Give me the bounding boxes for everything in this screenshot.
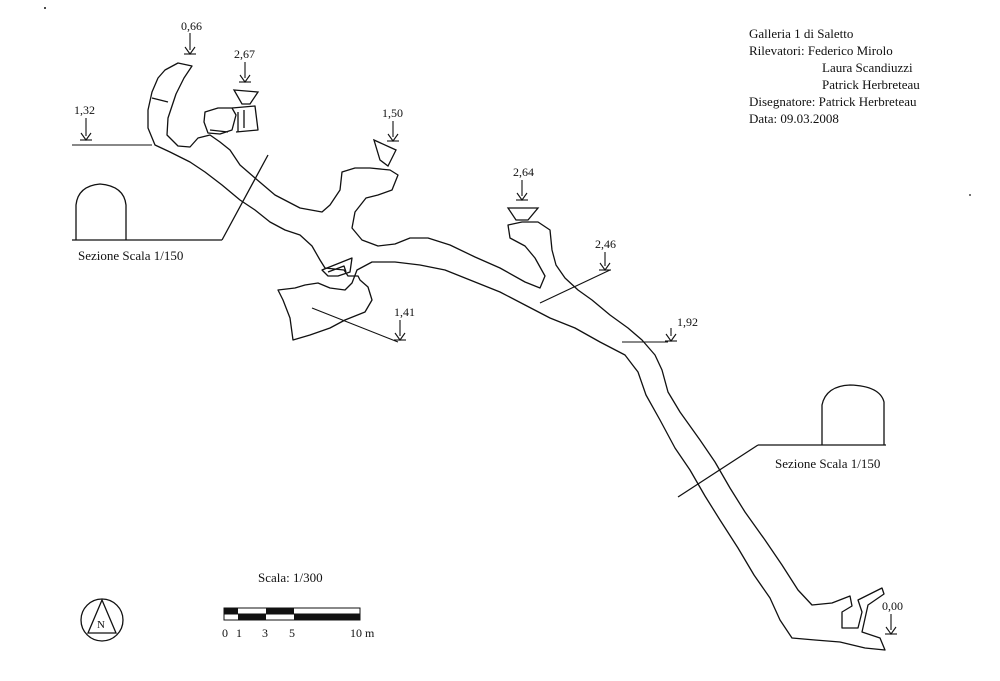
svg-text:2,46: 2,46 <box>595 237 616 251</box>
scale-tick-1: 1 <box>236 626 242 640</box>
surveyor-3: Patrick Herbreteau <box>822 77 920 92</box>
section-profile-2 <box>677 384 886 498</box>
depth-marker-150: 1,50 <box>382 106 403 142</box>
scale-tick-10: 10 m <box>350 626 375 640</box>
drawer-line: Disegnatore: Patrick Herbreteau <box>749 94 917 109</box>
scale-bar: Scala: 1/300 0 1 3 5 10 m <box>222 570 375 640</box>
svg-text:0,00: 0,00 <box>882 599 903 613</box>
scale-label: Scala: 1/300 <box>258 570 323 585</box>
depth-marker-246: 2,46 <box>595 237 616 271</box>
surveyor-1: Federico Mirolo <box>807 43 893 58</box>
shaft-symbols <box>232 89 540 221</box>
depth-marker-132: 1,32 <box>74 103 95 141</box>
section-profile-1 <box>72 154 269 241</box>
depth-marker-267: 2,67 <box>234 47 255 83</box>
svg-text:1,92: 1,92 <box>677 315 698 329</box>
north-arrow-icon: N <box>80 598 124 642</box>
scale-tick-0: 0 <box>222 626 228 640</box>
drawer-name: Patrick Herbreteau <box>818 94 917 109</box>
surveyors-line: Rilevatori: Federico Mirolo <box>749 43 893 58</box>
title-block: Galleria 1 di Saletto Rilevatori: Federi… <box>749 25 920 127</box>
map-title: Galleria 1 di Saletto <box>749 26 854 41</box>
section-label-2: Sezione Scala 1/150 <box>775 456 880 471</box>
depth-marker-264: 2,64 <box>513 165 534 201</box>
svg-text:0,66: 0,66 <box>181 19 202 33</box>
surveyor-2: Laura Scandiuzzi <box>822 60 913 75</box>
svg-text:2,67: 2,67 <box>234 47 255 61</box>
scale-tick-5: 5 <box>289 626 295 640</box>
svg-text:1,32: 1,32 <box>74 103 95 117</box>
leader-lines <box>72 144 668 343</box>
section-label-1: Sezione Scala 1/150 <box>78 248 183 263</box>
svg-text:1,41: 1,41 <box>394 305 415 319</box>
depth-marker-066: 0,66 <box>181 19 202 55</box>
depth-marker-141: 1,41 <box>394 305 415 341</box>
depth-marker-000: 0,00 <box>882 599 903 635</box>
survey-date: 09.03.2008 <box>780 111 839 126</box>
cave-passage <box>147 62 886 651</box>
svg-text:1,50: 1,50 <box>382 106 403 120</box>
svg-text:2,64: 2,64 <box>513 165 534 179</box>
scale-tick-3: 3 <box>262 626 268 640</box>
depth-marker-192: 1,92 <box>665 315 698 342</box>
date-line: Data: 09.03.2008 <box>749 111 839 126</box>
svg-text:N: N <box>97 619 105 631</box>
